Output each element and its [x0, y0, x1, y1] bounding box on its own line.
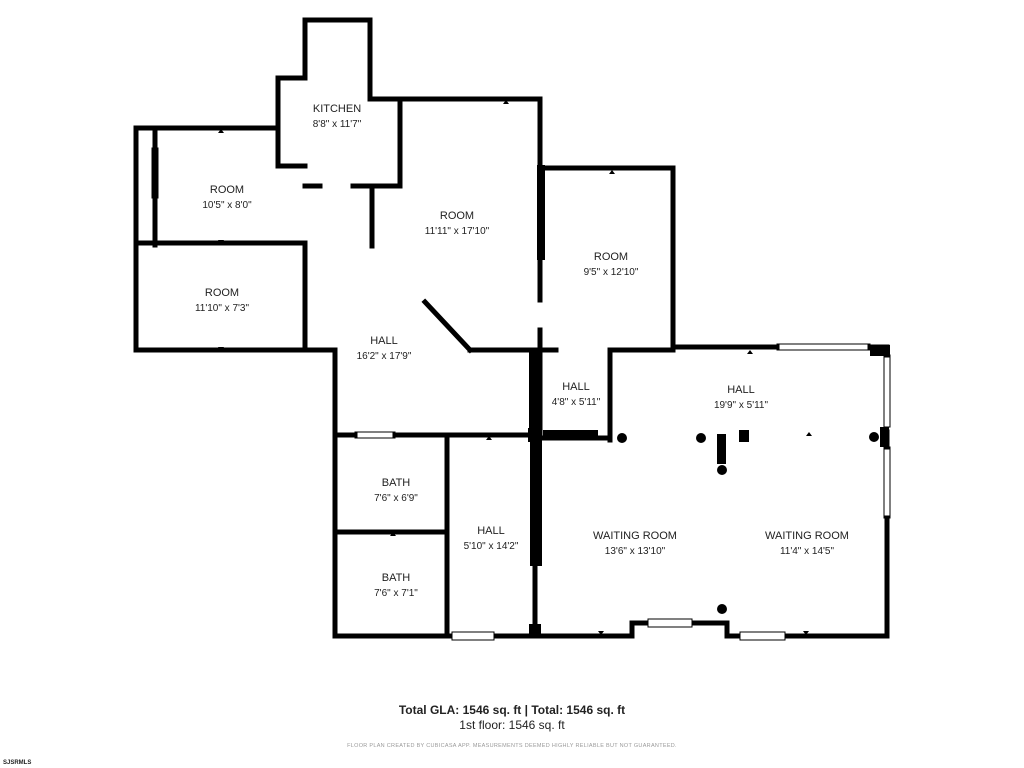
room-1-name: ROOM — [210, 184, 244, 196]
room-2-dims: 11'11" x 17'10" — [425, 226, 490, 237]
bath-1-name: BATH — [382, 477, 411, 489]
hall-side-name: HALL — [477, 525, 505, 537]
hall-long-dims: 19'9" x 5'11" — [714, 400, 769, 411]
bath-2-name: BATH — [382, 572, 411, 584]
hall-long-name: HALL — [727, 384, 755, 396]
watermark: SJSRMLS — [3, 760, 32, 766]
room-3-dims: 9'5" x 12'10" — [584, 267, 639, 278]
room-1-dims: 10'5" x 8'0" — [202, 200, 252, 211]
hall-main-dims: 16'2" x 17'9" — [357, 351, 412, 362]
hall-main-name: HALL — [370, 335, 398, 347]
thick-walls — [528, 165, 890, 638]
room-labels: KITCHEN 8'8" x 11'7" ROOM 10'5" x 8'0" R… — [195, 103, 849, 599]
waiting-room-1-name: WAITING ROOM — [593, 530, 677, 542]
room-2-name: ROOM — [440, 210, 474, 222]
walls — [133, 17, 890, 639]
room-3-name: ROOM — [594, 251, 628, 263]
room-4-name: ROOM — [205, 287, 239, 299]
hall-small-dims: 4'8" x 5'11" — [552, 397, 601, 408]
pillars — [617, 432, 879, 614]
room-4-dims: 11'10" x 7'3" — [195, 303, 250, 314]
waiting-room-2-dims: 11'4" x 14'5" — [780, 546, 835, 557]
windows — [151, 147, 891, 641]
waiting-room-1-dims: 13'6" x 13'10" — [605, 546, 666, 557]
room-kitchen-dims: 8'8" x 11'7" — [313, 119, 362, 130]
bath-1-dims: 7'6" x 6'9" — [374, 493, 418, 504]
hall-small-name: HALL — [562, 381, 590, 393]
tick-markers — [218, 100, 812, 635]
total-area: Total GLA: 1546 sq. ft | Total: 1546 sq.… — [398, 703, 626, 717]
disclaimer: FLOOR PLAN CREATED BY CUBICASA APP. MEAS… — [347, 743, 677, 749]
floor-area: 1st floor: 1546 sq. ft — [459, 718, 565, 732]
hall-side-dims: 5'10" x 14'2" — [464, 541, 519, 552]
bath-2-dims: 7'6" x 7'1" — [374, 588, 418, 599]
waiting-room-2-name: WAITING ROOM — [765, 530, 849, 542]
room-kitchen-name: KITCHEN — [313, 103, 361, 115]
